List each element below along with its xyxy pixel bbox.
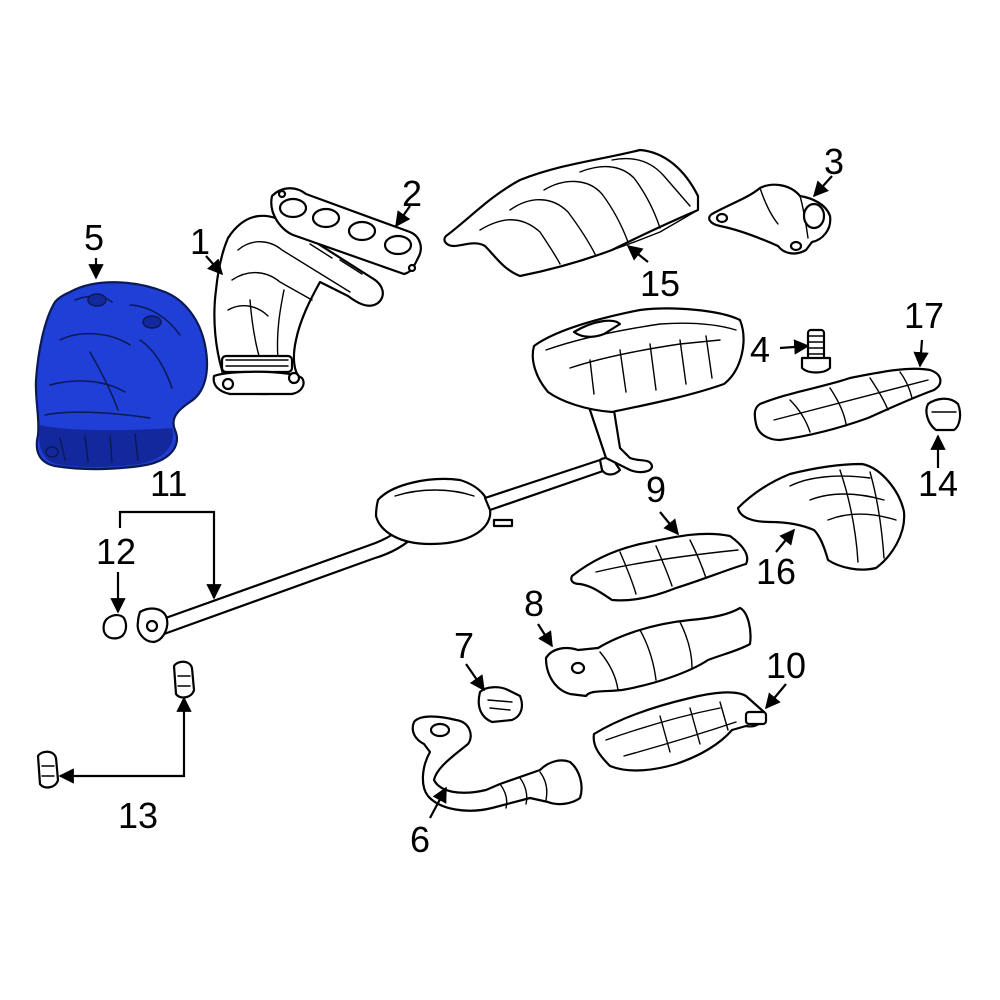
callout-9: 9 xyxy=(646,469,666,510)
part-10-catalytic-converter[interactable] xyxy=(592,691,768,772)
leader-lines xyxy=(58,175,946,819)
callout-12: 12 xyxy=(96,531,136,572)
callout-3: 3 xyxy=(824,141,844,182)
callout-2: 2 xyxy=(402,173,422,214)
part-15-upper-heat-shield[interactable] xyxy=(443,148,700,278)
callout-13: 13 xyxy=(118,795,158,836)
part-17-heat-shield[interactable] xyxy=(753,367,942,442)
part-6-front-pipe[interactable] xyxy=(411,715,583,812)
callout-10: 10 xyxy=(766,645,806,686)
callout-4: 4 xyxy=(750,329,770,370)
part-14-hanger[interactable] xyxy=(925,397,962,432)
part-1-exhaust-manifold[interactable] xyxy=(212,214,384,396)
callout-14: 14 xyxy=(918,463,958,504)
part-8-catalytic-converter[interactable] xyxy=(544,606,752,698)
part-2-manifold-gasket[interactable] xyxy=(270,187,422,276)
callout-7: 7 xyxy=(454,625,474,666)
part-13-mount-rubber-lower[interactable] xyxy=(36,750,60,789)
part-9-heat-shield[interactable] xyxy=(570,532,749,602)
part-16-heat-shield[interactable] xyxy=(736,462,906,571)
callout-1: 1 xyxy=(190,221,210,262)
part-11-exhaust-pipe[interactable] xyxy=(136,390,654,644)
part-3-bracket[interactable] xyxy=(708,183,832,255)
part-5-heat-shield[interactable] xyxy=(34,281,209,471)
callout-8: 8 xyxy=(524,583,544,624)
callout-5: 5 xyxy=(84,217,104,258)
callout-6: 6 xyxy=(410,819,430,860)
part-12-ring[interactable] xyxy=(102,614,128,640)
callout-11: 11 xyxy=(150,463,187,504)
part-7-bracket[interactable] xyxy=(477,686,523,724)
callout-17: 17 xyxy=(904,295,944,336)
muffler[interactable] xyxy=(531,307,745,414)
part-4-bolt[interactable] xyxy=(800,328,832,374)
callout-15: 15 xyxy=(640,263,680,304)
part-13-mount-rubber-upper[interactable] xyxy=(172,660,196,699)
callout-16: 16 xyxy=(756,551,796,592)
